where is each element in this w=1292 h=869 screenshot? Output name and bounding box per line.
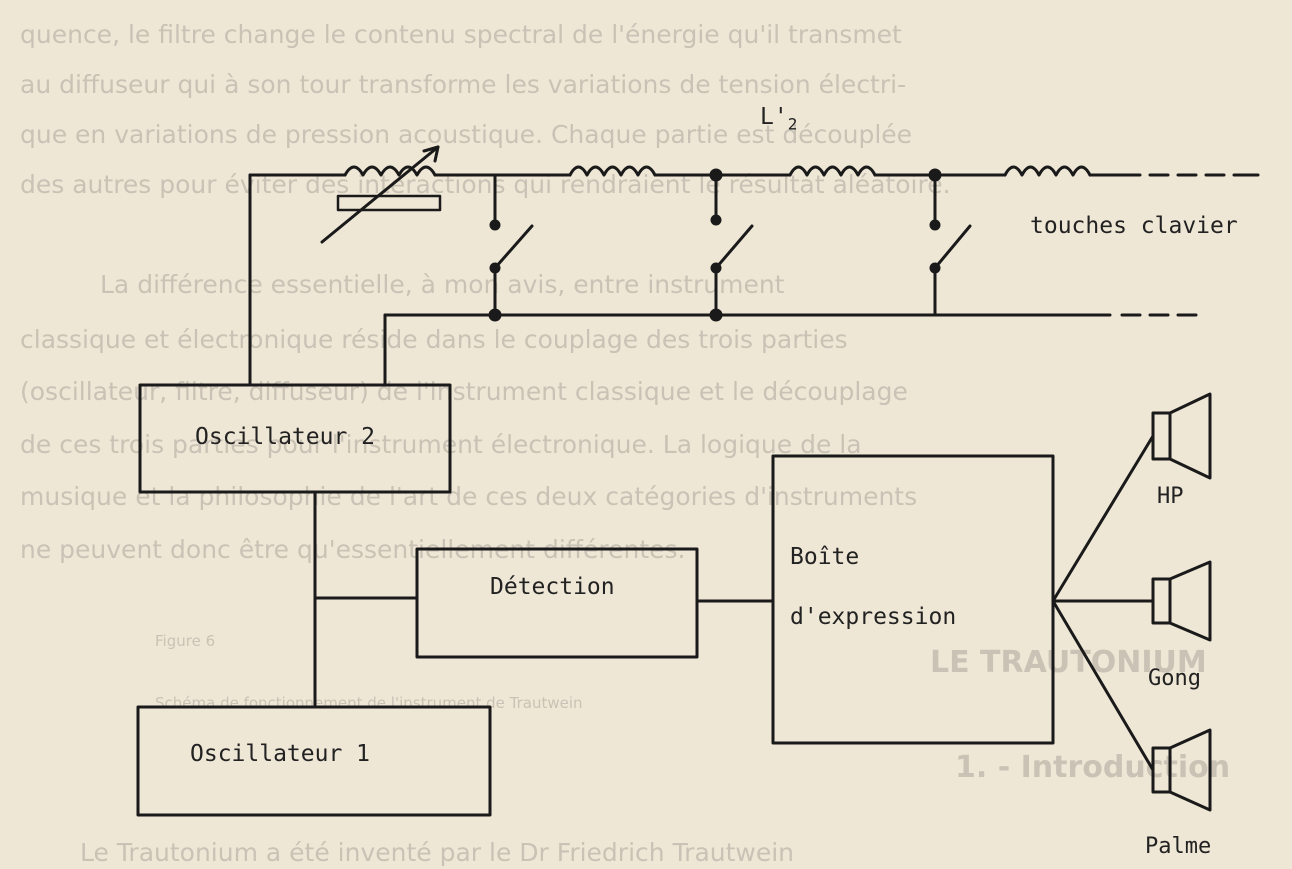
key-switches xyxy=(488,168,972,322)
inductor xyxy=(1003,165,1092,177)
keys-label: touches clavier xyxy=(1030,213,1238,239)
detection-box xyxy=(415,547,699,659)
speaker-label-hp: HP xyxy=(1157,484,1184,509)
ghost-line: classique et électronique réside dans le… xyxy=(20,325,848,354)
speaker-icon xyxy=(1151,560,1212,642)
key-switch xyxy=(488,173,534,322)
variable-inductor xyxy=(343,165,437,177)
speaker-icon xyxy=(1151,728,1212,812)
ghost-line: musique et la philosophie de l'art de ce… xyxy=(20,482,918,511)
expression-label-line2: d'expression xyxy=(790,604,957,630)
oscillator1-label: Oscillateur 1 xyxy=(190,741,371,767)
inductor-label-subscript: 2 xyxy=(787,114,798,134)
expression-box xyxy=(771,454,1055,745)
top-bus xyxy=(248,165,1260,177)
inductor xyxy=(568,165,657,177)
bottom-bus xyxy=(383,313,1198,387)
block-wiring xyxy=(313,434,1155,772)
ghost-line: de ces trois parties pour l'instrument é… xyxy=(20,430,862,459)
speaker-label-gong: Gong xyxy=(1148,666,1201,691)
ghost-figure-label: Figure 6 xyxy=(155,632,216,650)
ghost-line: La différence essentielle, à mon avis, e… xyxy=(100,270,785,299)
ghost-heading: LE TRAUTONIUM xyxy=(930,645,1207,680)
speaker-icon xyxy=(1151,392,1212,480)
oscillator2-label: Oscillateur 2 xyxy=(195,424,376,450)
ghost-subheading: 1. - Introduction xyxy=(955,750,1231,785)
oscillator2-box xyxy=(138,383,452,494)
expression-label-line1: Boîte xyxy=(790,544,860,570)
inductor-label: L'2 xyxy=(760,104,797,134)
key-switch xyxy=(928,168,972,317)
ghost-line: Le Trautonium a été inventé par le Dr Fr… xyxy=(80,838,795,867)
detection-label: Détection xyxy=(490,574,615,600)
key-switch xyxy=(709,168,754,322)
speaker-label-palme: Palme xyxy=(1145,834,1212,859)
ghost-line: (oscillateur, filtre, diffuseur) de l'in… xyxy=(20,377,908,406)
inductor-label-text: L' xyxy=(760,104,788,130)
inductor xyxy=(788,165,877,177)
adjustable-core xyxy=(320,145,442,244)
ghost-line: au diffuseur qui à son tour transforme l… xyxy=(20,70,907,99)
ghost-line: que en variations de pression acoustique… xyxy=(20,120,913,149)
ghost-line: quence, le filtre change le contenu spec… xyxy=(20,20,902,49)
